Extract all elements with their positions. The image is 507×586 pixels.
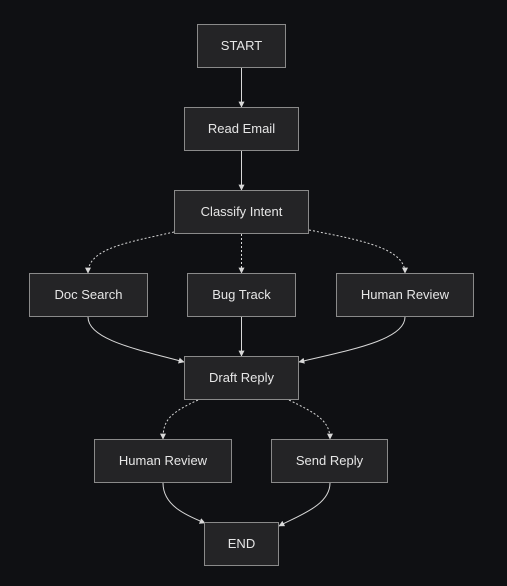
edges-layer bbox=[85, 68, 408, 527]
node-label-draft-reply: Draft Reply bbox=[209, 370, 275, 385]
edge-classify-intent-to-human-review bbox=[308, 229, 408, 274]
node-start: START bbox=[197, 24, 286, 68]
node-human-review-top: Human Review bbox=[336, 273, 474, 317]
node-label-doc-search: Doc Search bbox=[55, 287, 123, 302]
node-label-classify-intent: Classify Intent bbox=[201, 204, 283, 219]
node-classify-intent: Classify Intent bbox=[174, 190, 309, 234]
edge-draft-reply-to-send-reply bbox=[288, 399, 333, 440]
node-label-start: START bbox=[221, 38, 262, 53]
node-human-review-bottom: Human Review bbox=[94, 439, 232, 483]
edge-doc-search-to-draft-reply bbox=[87, 316, 185, 364]
node-label-read-email: Read Email bbox=[208, 121, 275, 136]
node-read-email: Read Email bbox=[184, 107, 299, 151]
node-label-bug-track: Bug Track bbox=[212, 287, 271, 302]
node-send-reply: Send Reply bbox=[271, 439, 388, 483]
node-draft-reply: Draft Reply bbox=[184, 356, 299, 400]
node-bug-track: Bug Track bbox=[187, 273, 296, 317]
nodes-layer: START Read Email Classify Intent Doc Sea… bbox=[29, 24, 474, 566]
edge-human-review-to-draft-reply bbox=[298, 316, 406, 364]
node-label-end: END bbox=[228, 536, 255, 551]
node-label-human-review-bottom: Human Review bbox=[119, 453, 208, 468]
node-label-send-reply: Send Reply bbox=[296, 453, 364, 468]
edge-human-review-to-end bbox=[162, 482, 206, 524]
node-label-human-review-top: Human Review bbox=[361, 287, 450, 302]
node-end: END bbox=[204, 522, 279, 566]
edge-classify-intent-to-doc-search bbox=[85, 231, 175, 274]
edge-send-reply-to-end bbox=[278, 482, 331, 527]
edge-draft-reply-to-human-review bbox=[160, 399, 199, 440]
node-doc-search: Doc Search bbox=[29, 273, 148, 317]
